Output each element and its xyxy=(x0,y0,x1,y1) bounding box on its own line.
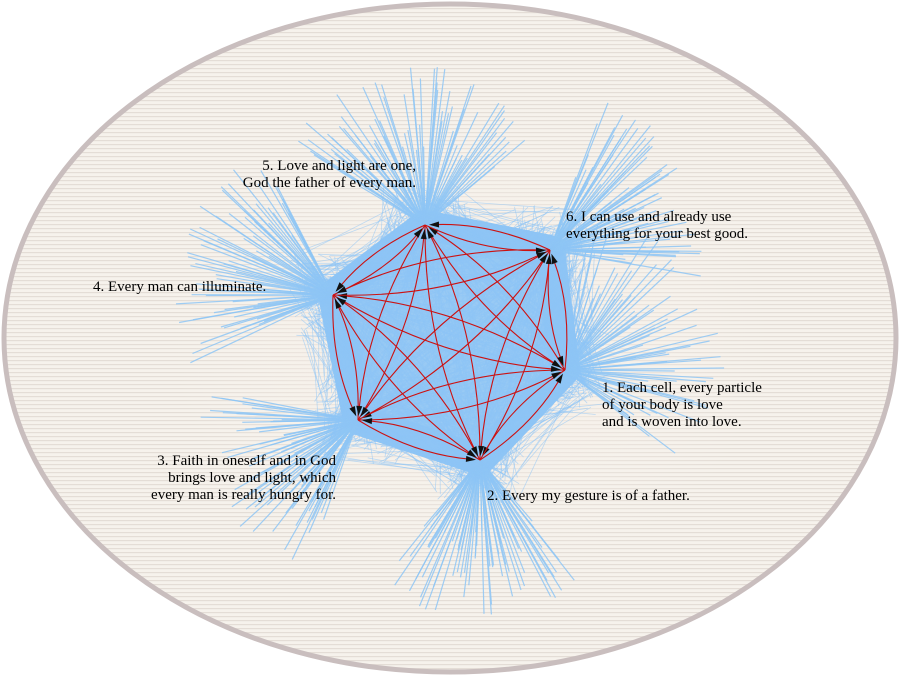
node-1-line-3: and is woven into love. xyxy=(602,414,762,431)
node-5-label: 5. Love and light are one, God the fathe… xyxy=(190,158,416,192)
node-3-line-1: 3. Faith in oneself and in God xyxy=(100,453,336,470)
node-2-line-1: 2. Every my gesture is of a father. xyxy=(487,488,690,505)
node-4-label: 4. Every man can illuminate. xyxy=(93,279,266,296)
node-5-line-1: 5. Love and light are one, xyxy=(190,158,416,175)
node-3-label: 3. Faith in oneself and in God brings lo… xyxy=(100,453,336,504)
node-6-line-2: everything for your best good. xyxy=(566,226,748,243)
node-5-line-2: God the father of every man. xyxy=(190,175,416,192)
node-2-label: 2. Every my gesture is of a father. xyxy=(487,488,690,505)
node-1-label: 1. Each cell, every particle of your bod… xyxy=(602,380,762,431)
node-1-line-1: 1. Each cell, every particle xyxy=(602,380,762,397)
node-3-line-3: every man is really hungry for. xyxy=(100,487,336,504)
node-6-line-1: 6. I can use and already use xyxy=(566,209,748,226)
node-6-label: 6. I can use and already use everything … xyxy=(566,209,748,243)
node-4-line-1: 4. Every man can illuminate. xyxy=(93,279,266,296)
node-3-line-2: brings love and light, which xyxy=(100,470,336,487)
node-1-line-2: of your body is love xyxy=(602,397,762,414)
